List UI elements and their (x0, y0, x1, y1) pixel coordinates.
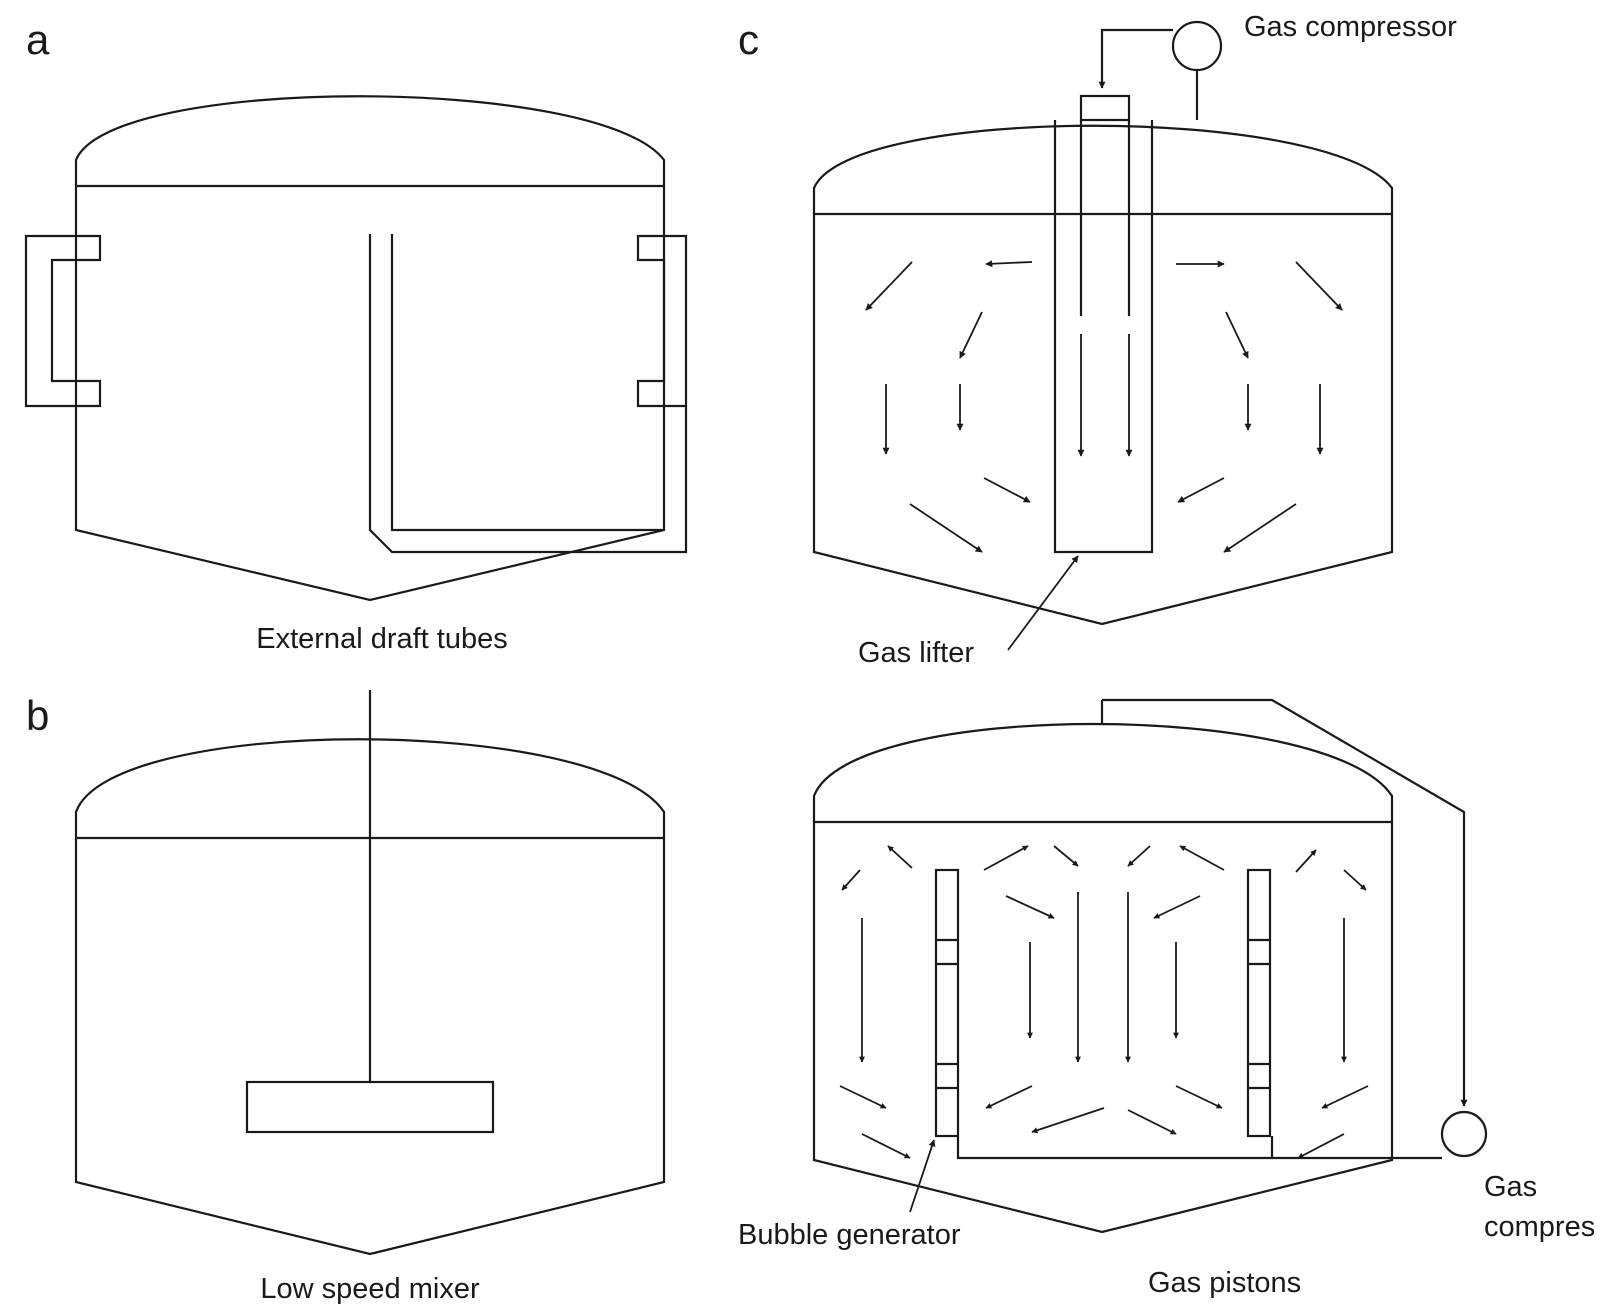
gas-lifter-tube (1053, 94, 1154, 554)
panel-b-letter: b (26, 692, 49, 739)
panel-c: c (738, 11, 1457, 669)
bubble-generator-right (1246, 868, 1272, 1138)
gas-compressor-label-c: Gas compressor (1244, 11, 1457, 43)
tank-c (812, 124, 1394, 626)
panel-a-caption: External draft tubes (256, 623, 507, 655)
panel-c-letter: c (738, 16, 759, 63)
bubble-generator-pointer (909, 1139, 936, 1213)
flow-arrows-c (865, 260, 1343, 553)
panel-a: a External draft tubes (24, 16, 688, 655)
panel-b-caption: Low speed mixer (260, 1273, 480, 1305)
gas-lifter-label: Gas lifter (858, 637, 974, 669)
gas-compressor-label-d-line1: Gas (1484, 1171, 1537, 1203)
gas-supply-pipe (956, 1136, 1442, 1160)
bubble-generator-label: Bubble generator (738, 1219, 961, 1251)
flow-arrows-d (839, 845, 1369, 1159)
panel-a-letter: a (26, 16, 50, 63)
bubble-generator-left (934, 868, 960, 1138)
gas-compressor-c (1098, 20, 1223, 120)
panel-d-caption: Gas pistons (1148, 1267, 1301, 1299)
tank-d (812, 722, 1394, 1234)
draft-tube-right (636, 234, 688, 408)
internal-draft-tube (368, 234, 688, 554)
gas-lifter-pointer (1007, 555, 1079, 651)
tank-a (74, 95, 666, 602)
draft-tube-left (24, 234, 102, 408)
gas-compressor-d (1100, 698, 1488, 1158)
panel-b: b Low speed mixer (26, 690, 666, 1305)
gas-compressor-label-d-line2: compres (1484, 1211, 1595, 1243)
panel-d: Gas compres Bubble generator Gas pistons (738, 698, 1595, 1299)
low-speed-mixer (245, 690, 495, 1134)
